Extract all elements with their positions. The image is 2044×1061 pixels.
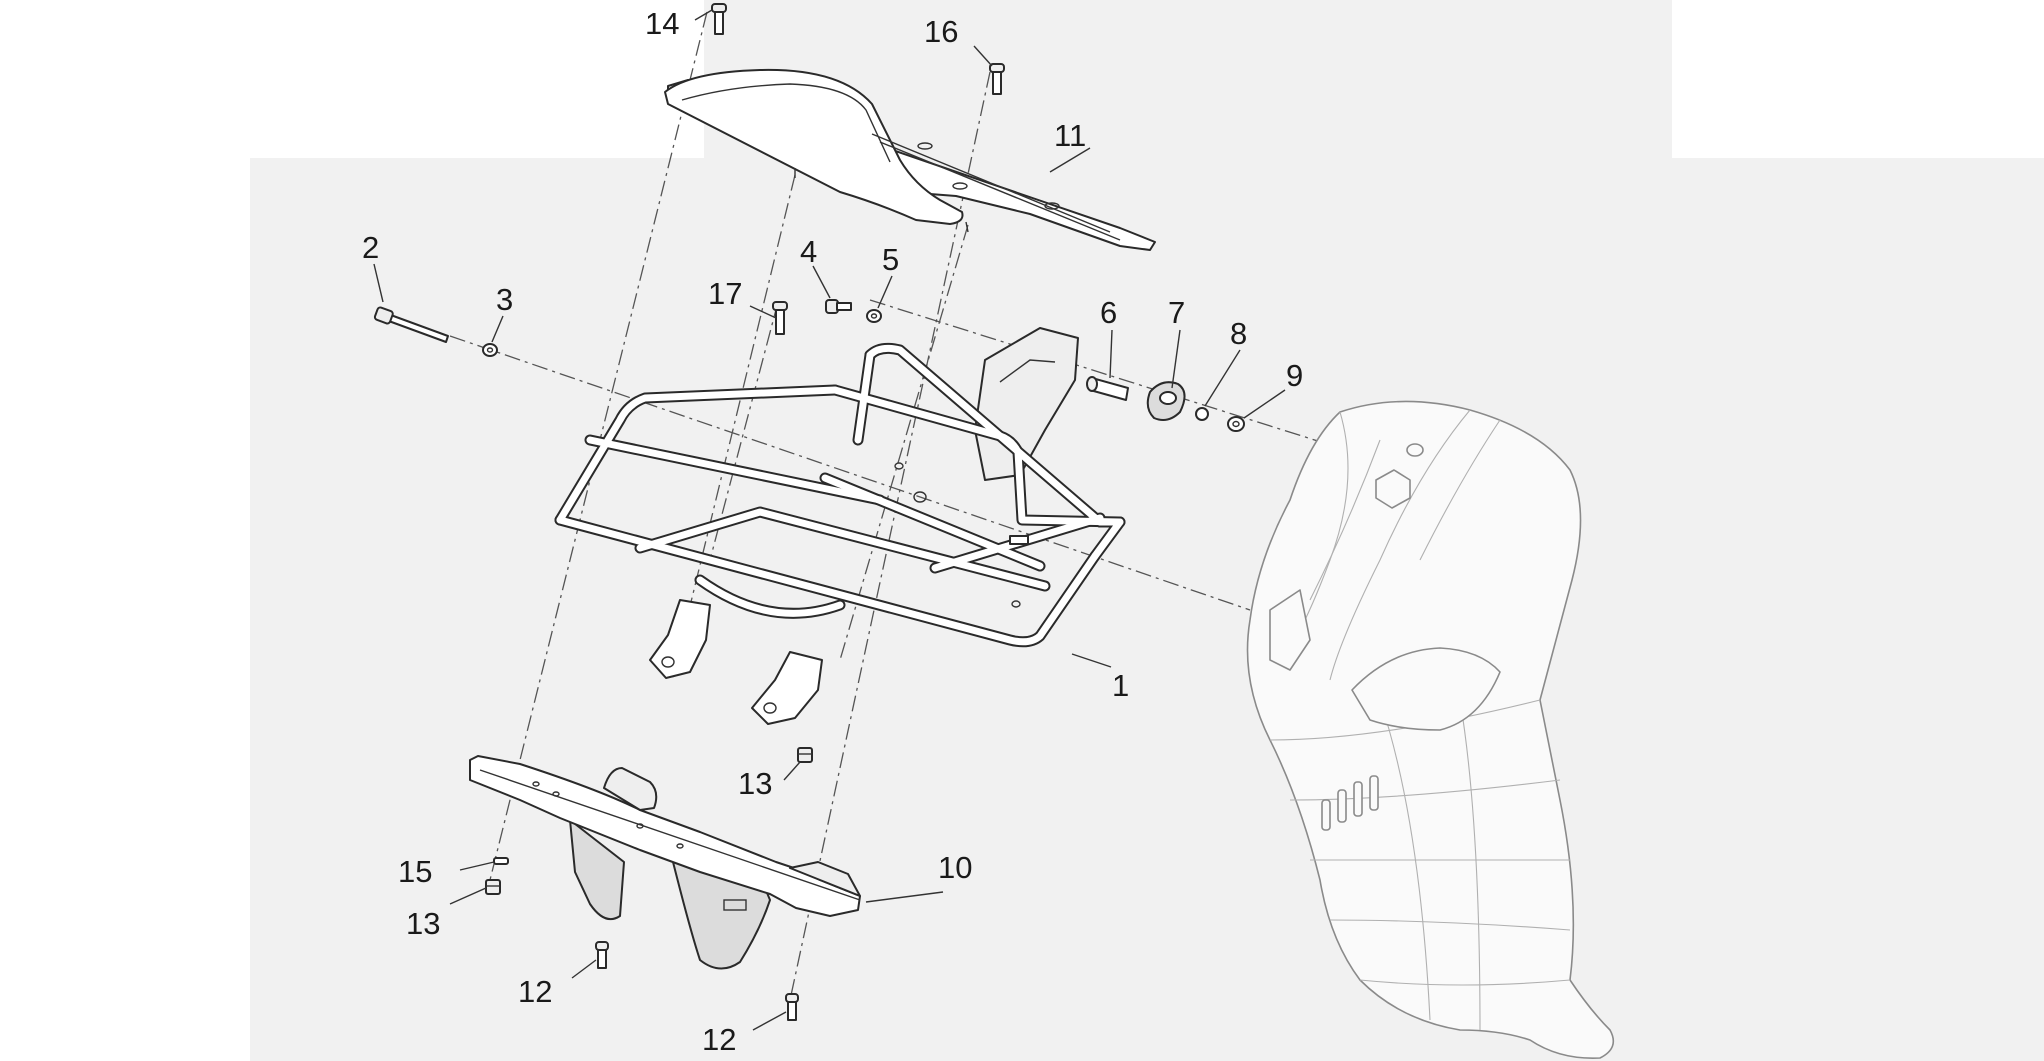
front-shield-reference-outline — [1246, 400, 1615, 1059]
callout-16: 16 — [924, 14, 958, 49]
callout-15: 15 — [398, 854, 432, 889]
part-9-washer — [1227, 416, 1245, 432]
part-7-rubber-mount — [1146, 381, 1186, 421]
callout-2: 2 — [362, 230, 379, 265]
callout-3: 3 — [496, 282, 513, 317]
part-6-spacer — [1086, 376, 1129, 401]
part-14-screw — [711, 3, 727, 35]
callout-1: 1 — [1112, 668, 1129, 703]
part-5-washer — [866, 309, 882, 323]
part-16-screw — [989, 63, 1005, 95]
callout-7: 7 — [1168, 295, 1185, 330]
part-4-short-screw — [825, 299, 852, 314]
callout-17: 17 — [708, 276, 742, 311]
callout-labels: 1 2 3 4 5 6 7 8 9 10 11 12 12 13 13 14 1… — [362, 6, 1303, 1057]
callout-10: 10 — [938, 850, 972, 885]
callout-13-lower: 13 — [406, 906, 440, 941]
callout-14: 14 — [645, 6, 679, 41]
callout-8: 8 — [1230, 316, 1247, 351]
part-13-nut-upper — [797, 747, 813, 763]
callout-12-right: 12 — [702, 1022, 736, 1057]
part-1-front-carrier-frame — [554, 327, 1126, 725]
callout-11: 11 — [1054, 118, 1086, 153]
callout-4: 4 — [800, 234, 817, 269]
callout-9: 9 — [1286, 358, 1303, 393]
part-10-lower-cover — [469, 755, 861, 970]
part-12-screw-left — [595, 941, 609, 969]
diagram-background — [250, 0, 2044, 1061]
callout-13-upper: 13 — [738, 766, 772, 801]
vent-slots — [1321, 775, 1379, 831]
part-11-top-rack-plate — [664, 68, 1156, 251]
part-15-clip — [493, 857, 509, 865]
part-8-washer — [1195, 407, 1209, 421]
callout-6: 6 — [1100, 295, 1117, 330]
callout-12-left: 12 — [518, 974, 552, 1009]
part-13-nut-lower — [485, 879, 501, 895]
part-2-long-bolt — [373, 306, 449, 343]
part-12-screw-right — [785, 993, 799, 1021]
callout-5: 5 — [882, 242, 899, 277]
leader-lines — [373, 9, 1286, 1031]
part-17-screw — [772, 301, 788, 335]
part-3-washer — [482, 343, 498, 357]
